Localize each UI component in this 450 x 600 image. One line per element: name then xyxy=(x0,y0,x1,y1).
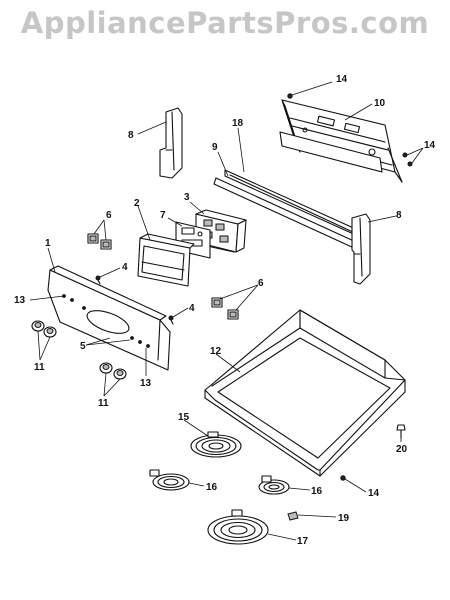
part-8-end-cap-left[interactable] xyxy=(159,107,183,179)
part-17-surface-element-large[interactable] xyxy=(207,509,269,545)
part-14-screw-top[interactable] xyxy=(287,93,293,99)
part-11-knobs-right[interactable] xyxy=(99,362,127,380)
callout-4-lower: 4 xyxy=(189,303,195,314)
part-15-surface-element[interactable] xyxy=(190,431,242,458)
callout-20: 20 xyxy=(396,444,408,455)
leader-lines xyxy=(29,81,424,541)
part-4-clip-upper[interactable] xyxy=(95,275,101,285)
callout-4-upper: 4 xyxy=(122,262,128,273)
part-4-clip-lower[interactable] xyxy=(168,315,174,325)
part-20-bolt[interactable] xyxy=(396,424,406,439)
callout-16-right: 16 xyxy=(311,486,323,497)
part-2-display-window[interactable] xyxy=(137,233,195,287)
callout-14-top: 14 xyxy=(336,74,348,85)
callout-8-left: 8 xyxy=(128,130,134,141)
callout-9: 9 xyxy=(212,142,218,153)
callout-18: 18 xyxy=(232,118,244,129)
callout-6-right: 6 xyxy=(258,278,264,289)
part-8-end-cap-right[interactable] xyxy=(351,213,371,285)
callout-2: 2 xyxy=(134,198,140,209)
callout-14-right: 14 xyxy=(424,140,436,151)
callout-8-right: 8 xyxy=(396,210,402,221)
part-11-knobs-left[interactable] xyxy=(31,320,57,338)
part-12-cooktop-glass[interactable] xyxy=(204,309,406,477)
part-14-screw-bottom[interactable] xyxy=(340,475,346,481)
part-10-backguard[interactable] xyxy=(279,99,403,183)
callout-3: 3 xyxy=(184,192,190,203)
part-16-surface-element-right[interactable] xyxy=(258,475,290,495)
part-6-knobs-upper[interactable] xyxy=(87,233,112,250)
callout-1: 1 xyxy=(45,238,51,249)
callout-11-lower: 11 xyxy=(98,398,109,409)
callout-17: 17 xyxy=(297,536,309,547)
callout-15: 15 xyxy=(178,412,190,423)
callout-11-left: 11 xyxy=(34,362,45,373)
callout-labels: 14 10 14 8 18 9 8 3 7 2 6 4 1 6 4 13 5 1… xyxy=(14,74,436,547)
callout-10: 10 xyxy=(374,98,386,109)
callout-6-upper: 6 xyxy=(106,210,112,221)
callout-16-left: 16 xyxy=(206,482,218,493)
callout-13-lower: 13 xyxy=(140,378,152,389)
watermark-text: AppliancePartsPros.com xyxy=(20,6,430,40)
callout-14-bottom: 14 xyxy=(368,488,380,499)
callout-19: 19 xyxy=(338,513,350,524)
callout-13-left: 13 xyxy=(14,295,26,306)
callout-12: 12 xyxy=(210,346,222,357)
callout-5: 5 xyxy=(80,341,86,352)
part-16-surface-element-left[interactable] xyxy=(149,469,190,491)
part-1-control-panel[interactable] xyxy=(47,265,171,371)
part-6-knobs-right[interactable] xyxy=(211,297,239,320)
callout-7: 7 xyxy=(160,210,166,221)
part-19-bracket[interactable] xyxy=(287,511,299,521)
